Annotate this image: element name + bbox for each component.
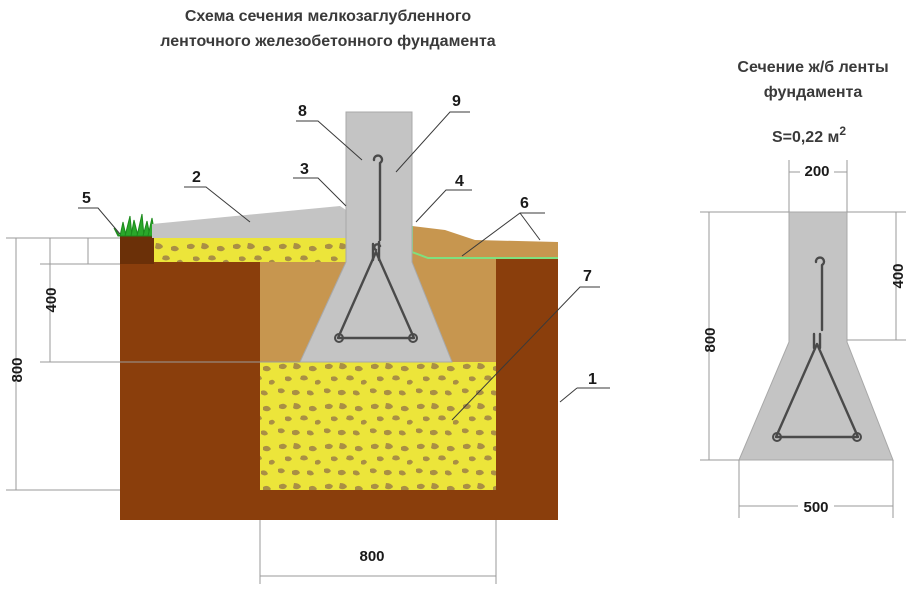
- dimension-lines-main: [6, 237, 497, 584]
- dim-top-200-bg: [800, 160, 834, 180]
- backfill-left: [260, 262, 346, 362]
- callout-6: 6: [520, 195, 529, 212]
- callout-5: 5: [82, 190, 91, 207]
- callout-2: 2: [192, 169, 201, 186]
- rebar-cage: [334, 154, 418, 343]
- callout-leader-7: [451, 286, 600, 421]
- callout-leader-4: [415, 189, 472, 223]
- soil-left: [120, 238, 260, 520]
- callout-7: 7: [583, 268, 592, 285]
- grass-icon: [113, 213, 156, 237]
- section-rebar: [772, 256, 862, 442]
- sand-gravel-cushion: [260, 362, 496, 490]
- soil-right: [496, 258, 558, 520]
- topsoil-turf: [120, 234, 154, 264]
- dim-left-400: 400: [43, 287, 60, 312]
- section-concrete: [738, 211, 894, 461]
- area-value: S=0,22 м: [772, 129, 839, 146]
- dim-top-200: 200: [804, 163, 829, 180]
- dim-section-800: 800: [702, 327, 719, 352]
- callout-leader-5: [78, 207, 121, 235]
- dim-left-800: 800: [9, 357, 26, 382]
- section-title-line2: фундамента: [764, 84, 863, 101]
- diagram-title-line2: ленточного железобетонного фундамента: [160, 33, 496, 50]
- diagram-title-line1: Схема сечения мелкозаглубленного: [185, 8, 471, 25]
- area-superscript: 2: [839, 124, 846, 138]
- blind-area-slab: [152, 206, 346, 238]
- callout-leader-3: [293, 177, 347, 207]
- callout-9: 9: [452, 93, 461, 110]
- section-area-label: S=0,22 м2: [772, 124, 846, 146]
- dimension-lines-section: [700, 160, 906, 518]
- dim-bottom-500: 500: [803, 499, 828, 516]
- callout-1: 1: [588, 371, 597, 388]
- soil-bottom: [120, 490, 558, 520]
- callout-8: 8: [298, 103, 307, 120]
- sand-under-blind-area: [150, 238, 346, 262]
- backfill-right: [412, 226, 558, 362]
- dim-bottom-500-bg: [798, 496, 834, 516]
- foundation-concrete: [299, 111, 453, 363]
- callout-leader-8: [296, 120, 363, 161]
- dim-bottom-800: 800: [359, 548, 384, 565]
- callout-4: 4: [455, 173, 464, 190]
- callout-leader-2: [184, 186, 251, 223]
- callout-leader-1b: [559, 387, 578, 403]
- callout-leader-9: [395, 111, 470, 173]
- dim-right-400: 400: [890, 263, 907, 288]
- callout-leader-6b: [519, 212, 541, 241]
- callout-3: 3: [300, 161, 309, 178]
- section-title-line1: Сечение ж/б ленты: [737, 59, 888, 76]
